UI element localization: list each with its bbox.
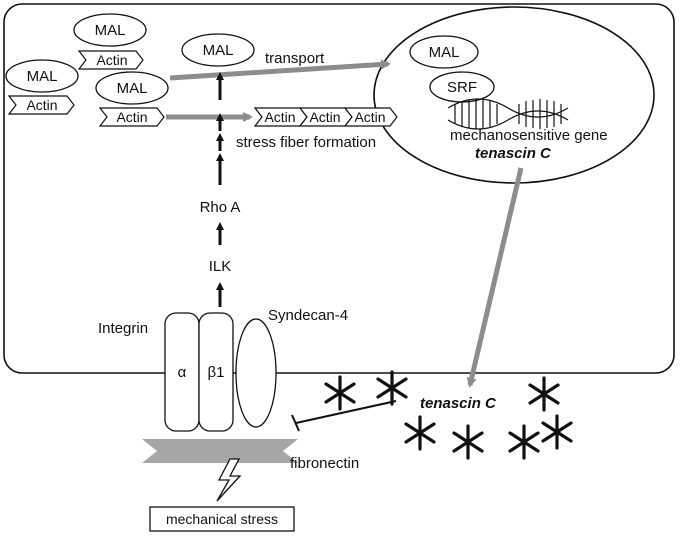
tenascin-star-icon	[324, 375, 356, 411]
beta1-label: β1	[208, 364, 225, 381]
mal-label: MAL	[27, 68, 58, 85]
mal-actin-complex-1: MAL Actin	[73, 13, 147, 70]
inhibition-line	[291, 400, 397, 432]
actin-filament: Actin Actin Actin	[253, 107, 398, 127]
transport-label: transport	[265, 50, 325, 67]
integrin-beta1-subunit: β1	[198, 312, 234, 432]
srf-label: SRF	[447, 79, 477, 96]
tenascin-star-icon	[376, 370, 408, 406]
tenascin-star-icon	[508, 424, 540, 460]
tenascin-c-ecm-label: tenascin C	[420, 395, 497, 412]
mechanical-stress-label: mechanical stress	[166, 511, 278, 527]
dna-helix-icon	[447, 98, 569, 130]
actin-label: Actin	[309, 109, 340, 125]
stress-fiber-label: stress fiber formation	[236, 134, 376, 151]
tenascin-c-molecules	[324, 370, 573, 460]
tenascin-expression-arrow	[466, 167, 524, 388]
ilk-label: ILK	[209, 258, 232, 275]
actin-label: Actin	[116, 109, 147, 125]
mal-in-nucleus: MAL	[409, 35, 479, 69]
integrin-label: Integrin	[98, 320, 148, 337]
tenascin-star-icon	[528, 376, 560, 412]
tenascin-star-icon	[452, 424, 484, 460]
lightning-icon	[216, 458, 242, 502]
mechanosensitive-gene-label: mechanosensitive gene	[450, 127, 608, 144]
tenascin-star-icon	[541, 414, 573, 450]
cell-membrane	[3, 3, 675, 374]
srf: SRF	[429, 71, 495, 103]
mechanical-stress-box	[149, 506, 295, 532]
signaling-arrows	[216, 72, 224, 307]
syndecan-4-label: Syndecan-4	[268, 307, 348, 324]
syndecan-4	[235, 318, 277, 428]
rho-a-label: Rho A	[200, 199, 241, 216]
alpha-label: α	[178, 364, 187, 381]
transport-arrow	[169, 59, 391, 81]
fibronectin-bar	[142, 439, 298, 463]
actin-label: Actin	[264, 109, 295, 125]
actin-label: Actin	[96, 52, 127, 68]
mal-label: MAL	[117, 80, 148, 97]
mal-label: MAL	[95, 22, 126, 39]
fibronectin-label: fibronectin	[290, 455, 359, 472]
integrin-alpha-subunit: α	[164, 312, 200, 432]
mal-transported: MAL	[181, 33, 255, 67]
tenascin-star-icon	[404, 415, 436, 451]
tenascin-c-gene-label: tenascin C	[475, 145, 552, 162]
actin-label: Actin	[26, 97, 57, 113]
mal-actin-complex-3: MAL Actin	[95, 71, 169, 127]
mal-label: MAL	[203, 42, 234, 59]
mal-actin-complex-2: MAL Actin	[5, 59, 79, 115]
mal-label: MAL	[429, 44, 460, 61]
actin-label: Actin	[354, 109, 385, 125]
